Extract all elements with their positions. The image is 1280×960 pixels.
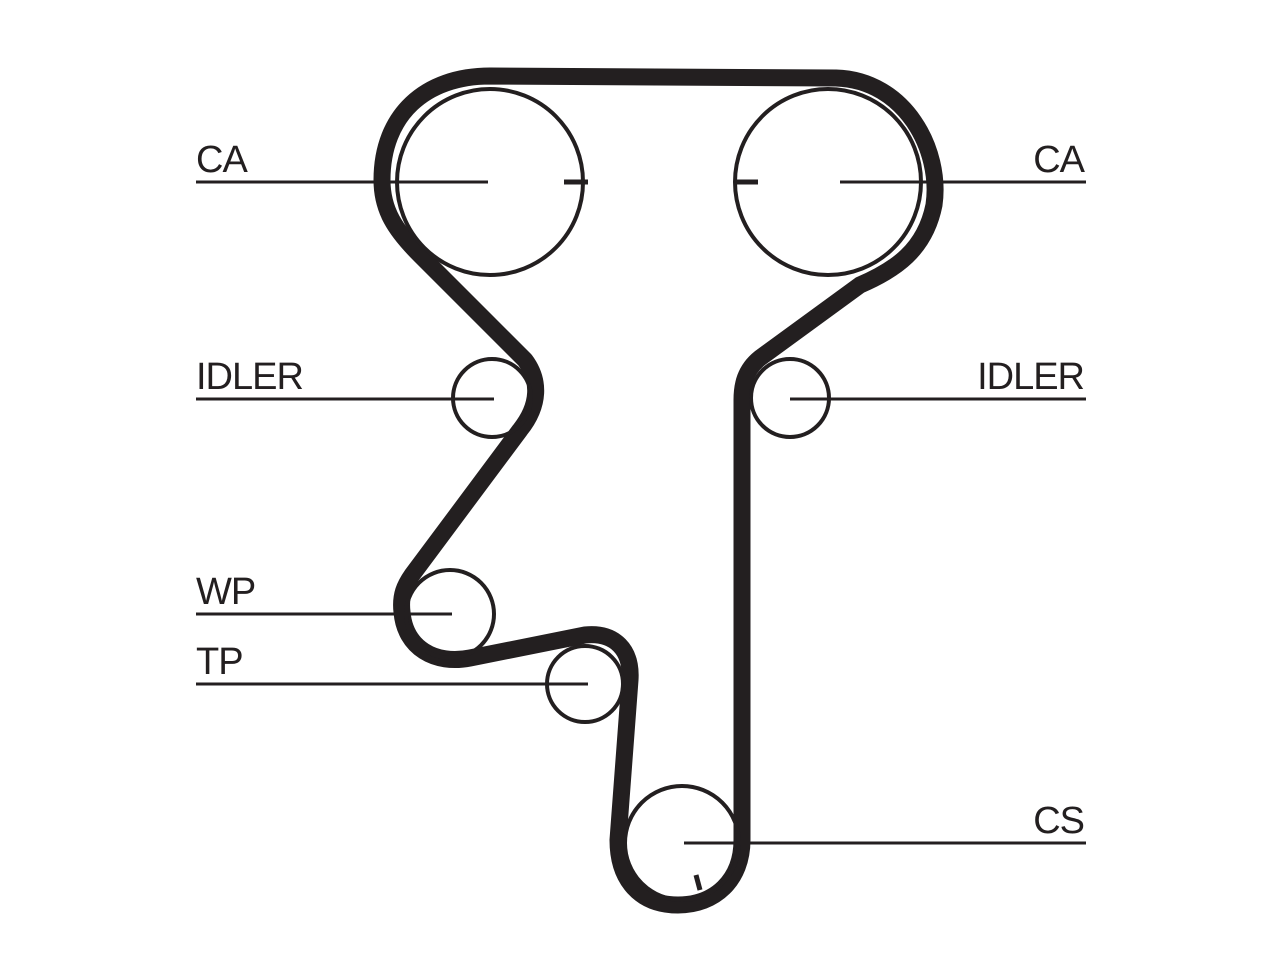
label-tensioner: TP [196,641,243,683]
timing-belt [373,67,944,914]
label-crankshaft: CS [1033,800,1084,842]
label-water-pump: WP [196,571,255,613]
label-cam-right: CA [1033,139,1085,181]
crankshaft-timing-mark [693,874,703,891]
label-idler-left: IDLER [196,356,303,398]
label-idler-right: IDLER [977,356,1084,398]
label-cam-left: CA [196,139,248,181]
